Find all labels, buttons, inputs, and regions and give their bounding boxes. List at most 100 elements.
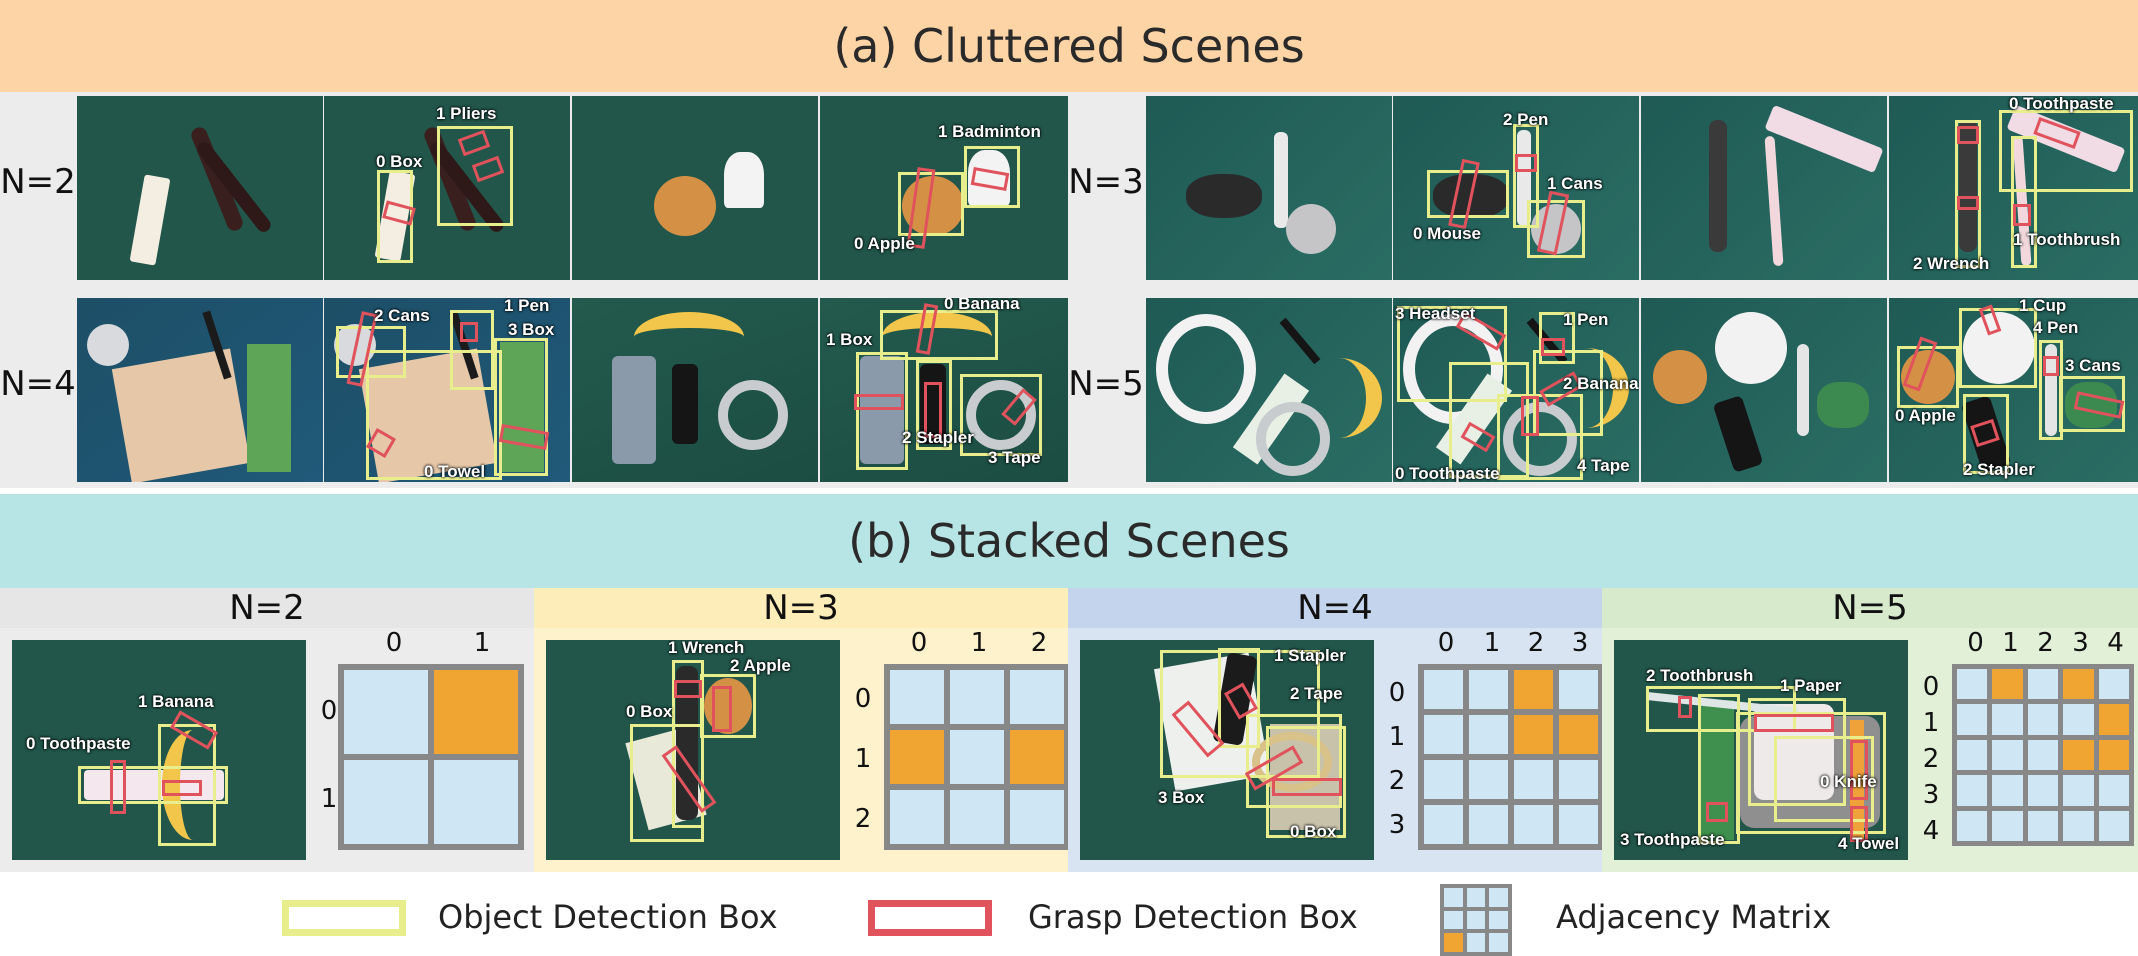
- object-label: 1 Wrench: [668, 640, 745, 657]
- grasp-box: [2043, 356, 2059, 376]
- object-label: 1 Pen: [504, 298, 550, 315]
- matrix-cell-3-3: [2063, 775, 2094, 806]
- pen-object: [1279, 317, 1321, 365]
- object-label: 2 Wrench: [1913, 254, 1990, 273]
- matrix-cell-0-2: [1010, 670, 1064, 724]
- stacked-scenes-header: (b) Stacked Scenes: [0, 494, 2138, 588]
- object-box: [1646, 686, 1796, 732]
- mouse-object: [1186, 174, 1262, 218]
- object-label: 1 Paper: [1780, 676, 1842, 695]
- banana-object: [634, 312, 744, 362]
- object-box: [1897, 346, 1959, 408]
- object-box: [1999, 110, 2133, 192]
- object-label: 2 Stapler: [902, 428, 974, 447]
- scene-photo-apple-badminton-raw: [572, 96, 818, 280]
- wrench-object: [1959, 120, 1977, 252]
- matrix-cell-0-0: [890, 670, 944, 724]
- matrix-cell-0-2: [1514, 670, 1553, 709]
- object-label: 1 Banana: [138, 692, 214, 711]
- object-box: [1955, 120, 1981, 268]
- matrix-row-index: 1: [854, 744, 872, 774]
- apple-object: [1653, 350, 1707, 404]
- object-label: 0 Toothpaste: [1395, 464, 1500, 482]
- stacked-photo-n3: 1 Wrench 2 Apple 0 Box: [546, 640, 840, 860]
- matrix-cell-3-2: [2027, 775, 2059, 806]
- matrix-icon-cell: [1489, 933, 1508, 952]
- object-box: [1397, 306, 1507, 402]
- object-label: 2 Apple: [730, 656, 791, 675]
- matrix-cell-3-1: [1992, 775, 2023, 806]
- scene-photo-wrench-toothbrush-toothpaste-raw: [1641, 96, 1887, 280]
- cans-object: [1286, 204, 1336, 254]
- grasp-box: [110, 760, 126, 814]
- object-label: 0 Towel: [424, 462, 486, 481]
- scene-photo-cans-pen-box-towel-raw: [77, 298, 323, 482]
- object-box: [1774, 736, 1874, 822]
- matrix-cell-1-2: [1010, 730, 1064, 784]
- matrix-cell-0-2: [2027, 669, 2059, 700]
- matrix-icon-cell: [1489, 888, 1508, 907]
- legend: Object Detection Box Grasp Detection Box…: [0, 872, 2138, 956]
- scene-photo-mouse-pen-cans-detected: 2 Pen 1 Cans 0 Mouse: [1393, 96, 1639, 280]
- matrix-icon-cell: [1444, 888, 1463, 907]
- matrix-cell-0-1: [1469, 670, 1508, 709]
- matrix-cell-4-4: [2098, 810, 2129, 841]
- matrix-icon-cell: [1466, 933, 1486, 952]
- matrix-col-index: 0: [1967, 628, 1984, 658]
- tape-object: [718, 380, 788, 450]
- matrix-cell-3-3: [1559, 805, 1598, 844]
- scene-photo-apple-cup-pen-cans-stapler-raw: [1641, 298, 1887, 482]
- apple-object: [654, 176, 716, 236]
- stapler-object: [1712, 395, 1764, 473]
- row1-right-n-label: N=3: [1068, 162, 1144, 202]
- object-label: 2 Stapler: [1963, 460, 2035, 479]
- scene-photo-pliers-box-raw: [77, 96, 323, 280]
- matrix-cell-4-0: [1957, 810, 1988, 841]
- object-label: 0 Box: [626, 702, 673, 721]
- badminton-object: [968, 150, 1010, 206]
- stacked-panel-n2: N=2 1 Banana 0 Toothpaste 0 1 0 1: [0, 588, 534, 872]
- matrix-row-index: 0: [1922, 672, 1940, 702]
- box-object: [500, 342, 544, 472]
- banana-object: [882, 312, 992, 362]
- matrix-cell-4-2: [2027, 810, 2059, 841]
- scene-photo-mouse-pen-cans-raw: [1146, 96, 1392, 280]
- object-label: 2 Cans: [374, 306, 430, 325]
- cup-object: [1963, 312, 2035, 384]
- object-box: [1527, 200, 1585, 258]
- matrix-cell-3-0: [1424, 805, 1463, 844]
- object-box: [960, 374, 1042, 456]
- tape-object: [1256, 402, 1330, 476]
- object-box: [1539, 312, 1575, 364]
- object-label: 0 Banana: [944, 298, 1020, 313]
- tape-object: [966, 380, 1036, 450]
- badminton-object: [724, 152, 764, 208]
- matrix-col-index: 2: [2037, 628, 2054, 658]
- matrix-icon-cell: [1444, 933, 1463, 952]
- matrix-col-index: 2: [1030, 628, 1048, 658]
- pen-object: [2045, 344, 2057, 436]
- object-box: [494, 338, 548, 476]
- object-label: 1 Badminton: [938, 122, 1041, 141]
- object-box: [1748, 698, 1846, 806]
- matrix-cell-2-0: [1424, 760, 1463, 799]
- grasp-box: [674, 680, 702, 698]
- apple-object: [1901, 350, 1955, 404]
- matrix-cell-0-1: [950, 670, 1004, 724]
- matrix-cell-0-3: [1559, 670, 1598, 709]
- object-box: [916, 360, 952, 450]
- toothbrush-object: [1764, 135, 1784, 267]
- object-box: [377, 170, 413, 263]
- object-label: 3 Headset: [1395, 304, 1476, 323]
- scene-photo-apple-cup-pen-cans-stapler-detected: 1 Cup 4 Pen 3 Cans 0 Apple 2 Stapler: [1889, 298, 2138, 482]
- stacked-photo-n4: 1 Stapler 2 Tape 3 Box 0 Box: [1080, 640, 1374, 860]
- matrix-cell-1-0: [1957, 704, 1988, 735]
- matrix-row-index: 0: [1388, 678, 1406, 708]
- matrix-cell-3-4: [2098, 775, 2129, 806]
- matrix-cell-2-4: [2098, 739, 2129, 771]
- object-label: 1 Box: [826, 330, 873, 349]
- matrix-icon-cell: [1444, 910, 1463, 930]
- matrix-cell-2-0: [1957, 739, 1988, 771]
- object-box: [1266, 726, 1346, 838]
- object-box: [2059, 376, 2125, 432]
